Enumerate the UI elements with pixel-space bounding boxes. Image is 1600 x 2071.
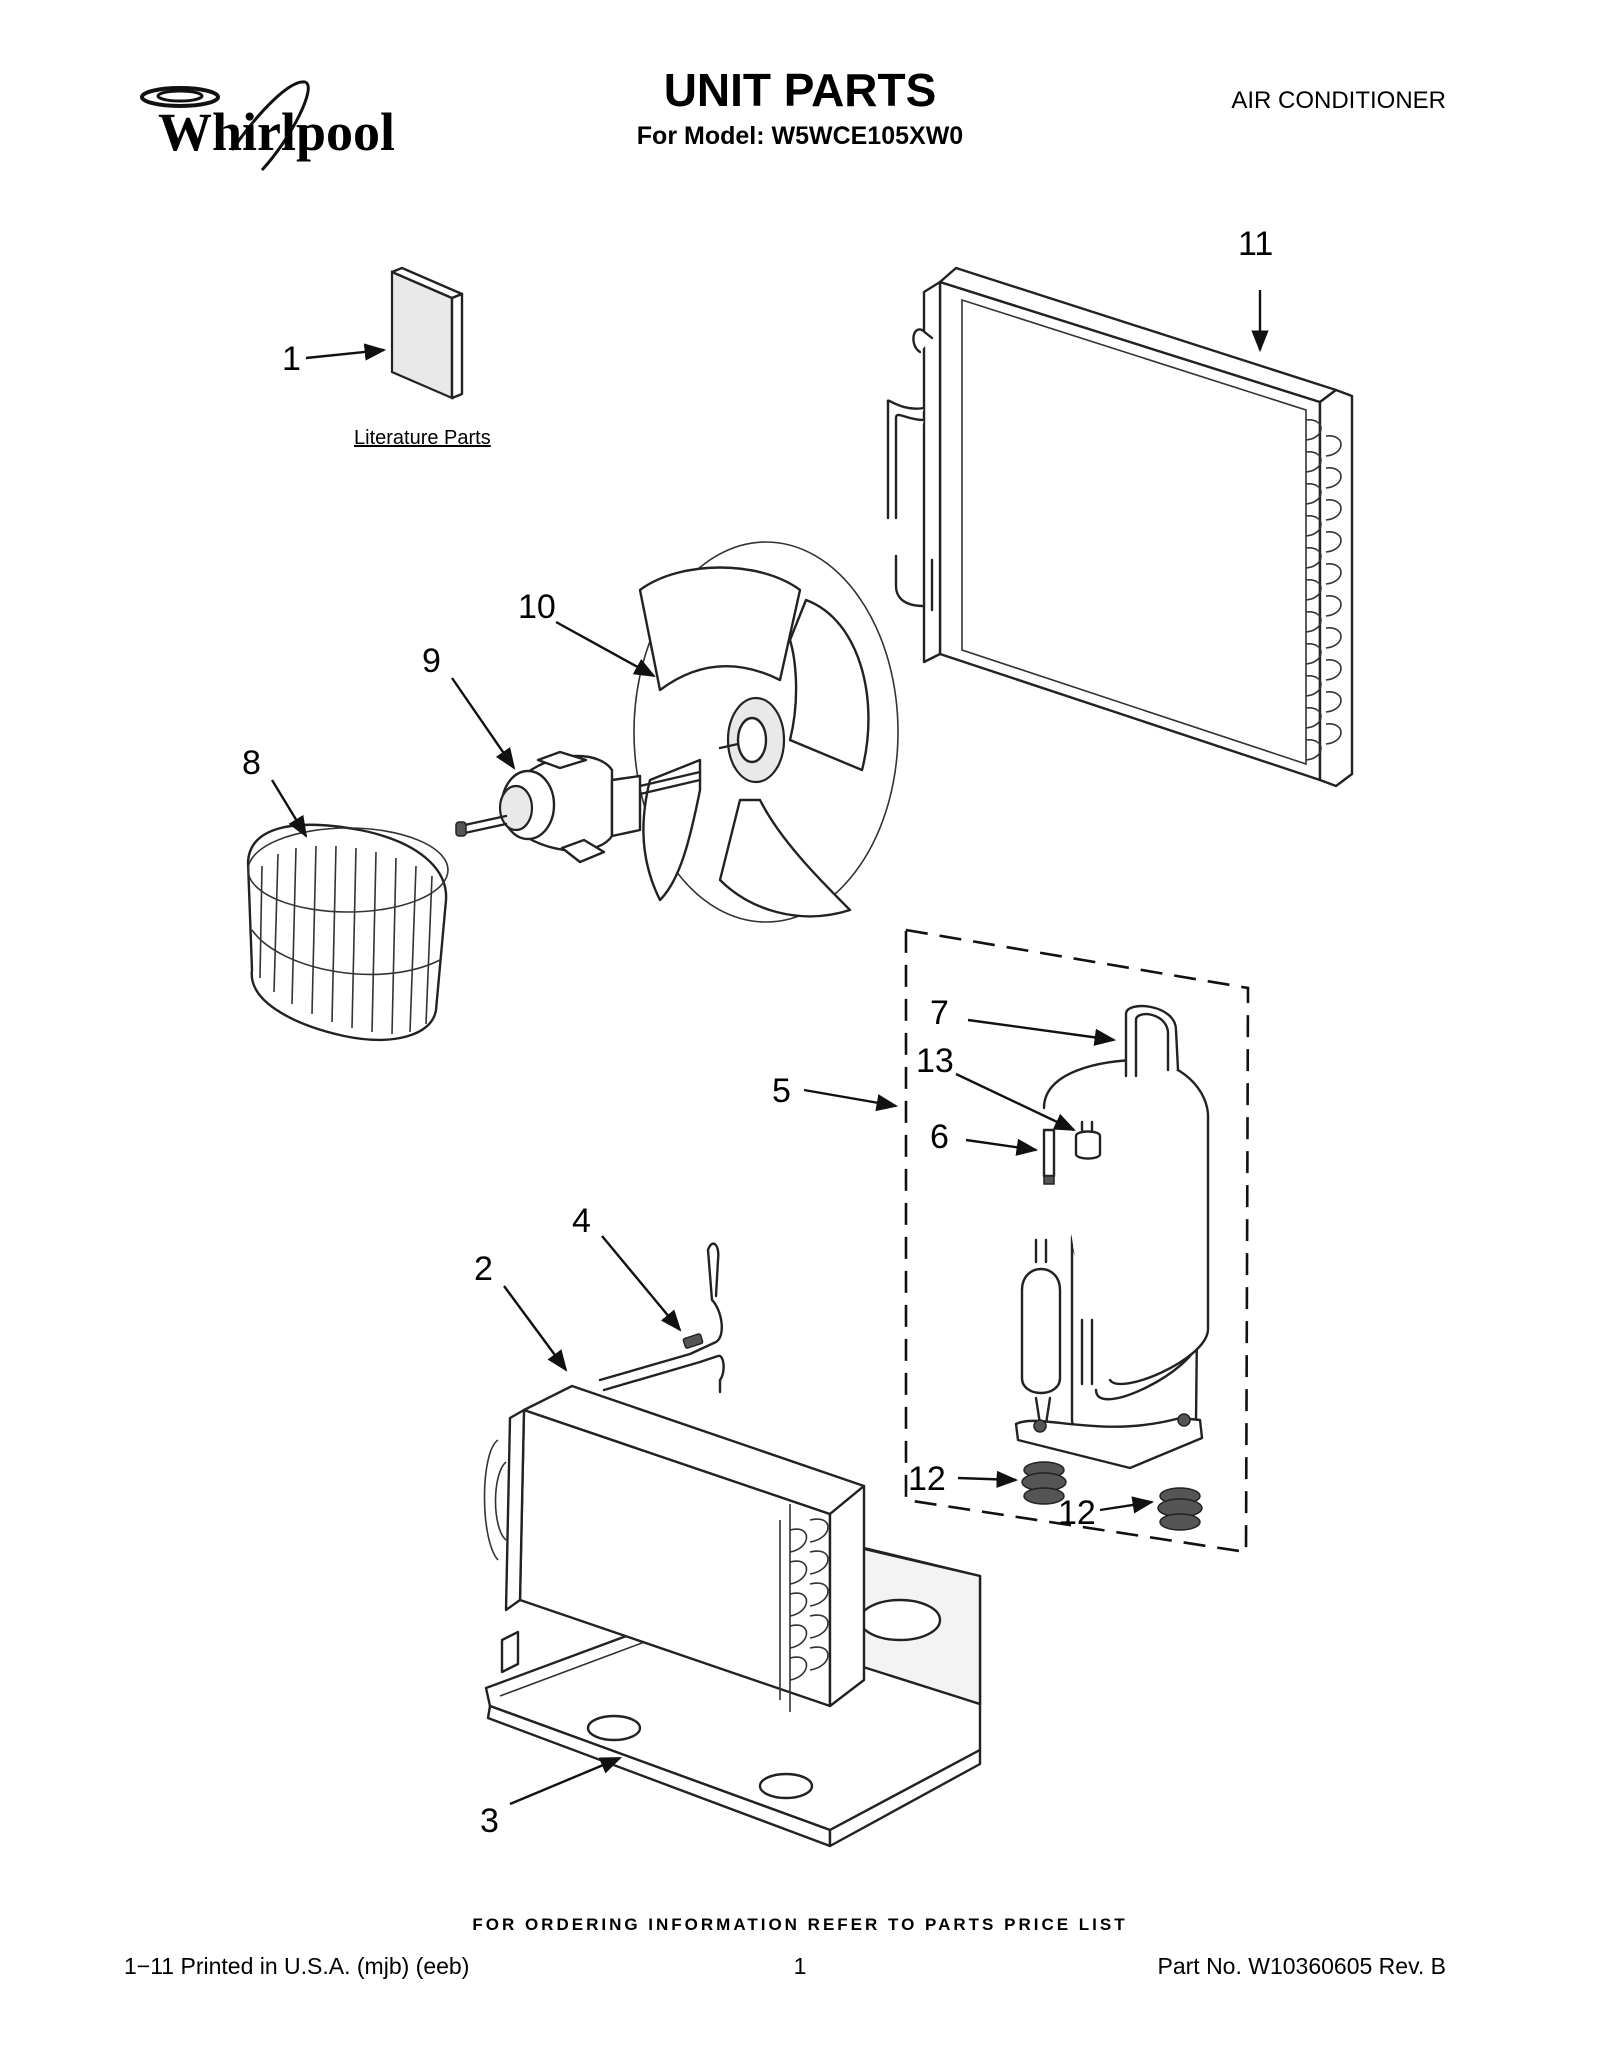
callout-3: 3 [480, 1802, 499, 1840]
coil-inlet-tubes [886, 328, 934, 612]
callout-1: 1 [282, 340, 301, 378]
suction-accumulator [1020, 1238, 1062, 1426]
compressor-group-frame [904, 928, 1250, 1554]
print-info: 1−11 Printed in U.S.A. (mjb) (eeb) [124, 1953, 469, 1979]
literature-parts-label: Literature Parts [354, 427, 491, 449]
whirlpool-logo: Whirlpool [140, 80, 395, 172]
compressor-part-5 [1014, 1004, 1210, 1470]
callout-13: 13 [916, 1042, 954, 1080]
callout-2: 2 [474, 1250, 493, 1288]
fan-blade-part-10 [633, 541, 899, 923]
callout-5: 5 [772, 1072, 791, 1110]
callout-9: 9 [422, 642, 441, 680]
condenser-coil-part-11 [886, 266, 1354, 788]
evaporator-coil-part-2 [483, 1242, 866, 1712]
grommet-part-12-right [1157, 1487, 1203, 1531]
literature-booklet-part-1 [390, 266, 464, 400]
brand-logo-text: Whirlpool [158, 102, 395, 162]
callout-4: 4 [572, 1202, 591, 1240]
callout-10: 10 [518, 588, 556, 626]
coil-return-bends [1305, 419, 1342, 761]
model-subtitle: For Model: W5WCE105XW0 [637, 122, 963, 150]
capillary-tube-part-4 [598, 1242, 725, 1394]
callout-8: 8 [242, 744, 261, 782]
callout-11: 11 [1238, 225, 1273, 263]
fan-motor-part-9 [455, 750, 702, 864]
callout-7: 7 [930, 994, 949, 1032]
terminal-cover-part-13 [1074, 1120, 1102, 1160]
overload-part-6 [1042, 1128, 1056, 1185]
swirl-icon [140, 80, 310, 172]
ordering-notice: FOR ORDERING INFORMATION REFER TO PARTS … [472, 1915, 1127, 1934]
callout-12-left: 12 [908, 1460, 946, 1498]
callout-6: 6 [930, 1118, 949, 1156]
grommet-part-12-left [1021, 1461, 1067, 1505]
part-number: Part No. W10360605 Rev. B [1158, 1953, 1447, 1979]
discharge-tubing-part-7 [1042, 1004, 1210, 1401]
blower-wheel-part-8 [246, 823, 449, 1041]
page-title: UNIT PARTS [664, 64, 937, 116]
callout-12-right: 12 [1058, 1494, 1096, 1532]
product-category: AIR CONDITIONER [1231, 87, 1446, 114]
mounting-feet [1014, 1413, 1204, 1470]
page-number: 1 [794, 1953, 807, 1979]
